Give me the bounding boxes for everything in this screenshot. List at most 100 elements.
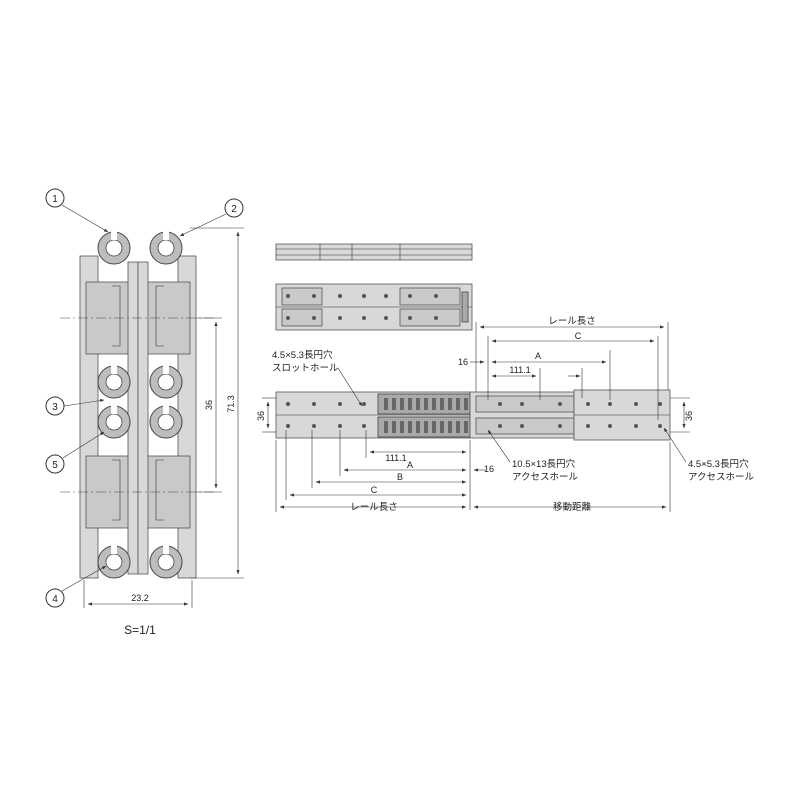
ball-core bbox=[157, 373, 175, 391]
ball-core bbox=[105, 239, 123, 257]
mount-hole bbox=[520, 402, 524, 406]
svg-text:4.5×5.3長円穴: 4.5×5.3長円穴 bbox=[272, 349, 333, 361]
ball-mark bbox=[416, 421, 420, 433]
svg-text:レール長さ: レール長さ bbox=[350, 502, 398, 513]
svg-text:アクセスホール: アクセスホール bbox=[512, 472, 579, 483]
mount-hole bbox=[286, 316, 290, 320]
ball-gap bbox=[111, 364, 117, 374]
svg-text:アクセスホール: アクセスホール bbox=[688, 472, 755, 483]
svg-text:10.5×13長円穴: 10.5×13長円穴 bbox=[512, 458, 576, 470]
ball-core bbox=[157, 553, 175, 571]
callout-4: 4 bbox=[45, 565, 107, 608]
ball-mark bbox=[448, 398, 452, 410]
ball-gap bbox=[111, 404, 117, 414]
ball-gap bbox=[163, 544, 169, 554]
svg-text:2: 2 bbox=[231, 204, 237, 215]
mount-hole bbox=[338, 316, 342, 320]
ball-mark bbox=[440, 398, 444, 410]
ball-mark bbox=[392, 421, 396, 433]
svg-text:A: A bbox=[407, 460, 413, 470]
svg-text:B: B bbox=[397, 472, 403, 482]
mount-hole bbox=[338, 424, 342, 428]
mount-hole bbox=[384, 294, 388, 298]
svg-text:移動距離: 移動距離 bbox=[553, 501, 592, 513]
ball-mark bbox=[408, 398, 412, 410]
ball-core bbox=[157, 413, 175, 431]
mount-hole bbox=[520, 424, 524, 428]
svg-text:111.1: 111.1 bbox=[385, 453, 406, 463]
svg-text:71.3: 71.3 bbox=[226, 395, 236, 413]
ball-gap bbox=[111, 230, 117, 240]
svg-text:36: 36 bbox=[684, 411, 694, 421]
right-rail-profile bbox=[137, 255, 197, 579]
svg-text:4: 4 bbox=[52, 594, 58, 605]
mount-hole bbox=[338, 294, 342, 298]
mount-hole bbox=[634, 402, 638, 406]
mount-hole bbox=[434, 294, 438, 298]
ball-mark bbox=[400, 398, 404, 410]
ball-gap bbox=[163, 364, 169, 374]
ball-core bbox=[105, 553, 123, 571]
svg-text:5: 5 bbox=[52, 460, 58, 471]
mount-hole bbox=[434, 316, 438, 320]
mount-hole bbox=[498, 402, 502, 406]
dim-height: 71.3 bbox=[190, 227, 244, 579]
mount-hole bbox=[286, 424, 290, 428]
ball-mark bbox=[408, 421, 412, 433]
ball-mark bbox=[432, 398, 436, 410]
mount-hole bbox=[608, 424, 612, 428]
mount-hole bbox=[586, 424, 590, 428]
ball-mark bbox=[384, 398, 388, 410]
mount-hole bbox=[558, 402, 562, 406]
mount-hole bbox=[286, 402, 290, 406]
svg-text:1: 1 bbox=[52, 194, 58, 205]
ball-mark bbox=[456, 398, 460, 410]
ball-mark bbox=[440, 421, 444, 433]
svg-text:16: 16 bbox=[484, 464, 494, 474]
mount-hole bbox=[338, 402, 342, 406]
ball-core bbox=[105, 413, 123, 431]
access-hole-note-right: 4.5×5.3長円穴 アクセスホール bbox=[663, 427, 755, 483]
mount-hole bbox=[498, 424, 502, 428]
mount-hole bbox=[408, 294, 412, 298]
extended-dimensions: レール長さ C A 16 111.1 36 36 111.1 bbox=[256, 316, 694, 513]
mount-hole bbox=[362, 316, 366, 320]
mount-hole bbox=[658, 424, 662, 428]
cross-section-view: 1 2 3 5 4 71.3 bbox=[45, 188, 244, 637]
svg-text:レール長さ: レール長さ bbox=[548, 316, 596, 327]
svg-text:C: C bbox=[371, 485, 378, 495]
mount-hole bbox=[312, 316, 316, 320]
svg-text:4.5×5.3長円穴: 4.5×5.3長円穴 bbox=[688, 458, 749, 470]
ball-mark bbox=[424, 421, 428, 433]
ball-mark bbox=[464, 421, 468, 433]
ball-mark bbox=[384, 421, 388, 433]
ball-mark bbox=[432, 421, 436, 433]
svg-text:36: 36 bbox=[204, 400, 214, 410]
mount-hole bbox=[634, 424, 638, 428]
ball-core bbox=[105, 373, 123, 391]
ball-mark bbox=[448, 421, 452, 433]
svg-text:3: 3 bbox=[52, 402, 58, 413]
extended-side-view bbox=[275, 389, 671, 441]
mount-hole bbox=[312, 402, 316, 406]
svg-text:スロットホール: スロットホール bbox=[272, 363, 339, 374]
access-hole-note: 10.5×13長円穴 アクセスホール bbox=[487, 429, 579, 483]
mount-hole bbox=[658, 402, 662, 406]
ball-mark bbox=[416, 398, 420, 410]
callout-2: 2 bbox=[179, 198, 244, 237]
mount-hole bbox=[586, 402, 590, 406]
mount-hole bbox=[312, 294, 316, 298]
ball-mark bbox=[464, 398, 468, 410]
svg-text:36: 36 bbox=[256, 411, 266, 421]
mount-hole bbox=[558, 424, 562, 428]
svg-text:23.2: 23.2 bbox=[131, 593, 149, 603]
mount-hole bbox=[408, 316, 412, 320]
callout-1: 1 bbox=[45, 188, 109, 233]
ball-gap bbox=[163, 404, 169, 414]
ball-mark bbox=[424, 398, 428, 410]
ball-mark bbox=[456, 421, 460, 433]
callout-3: 3 bbox=[45, 396, 105, 416]
mount-hole bbox=[286, 294, 290, 298]
dim-width: 23.2 bbox=[83, 580, 193, 608]
